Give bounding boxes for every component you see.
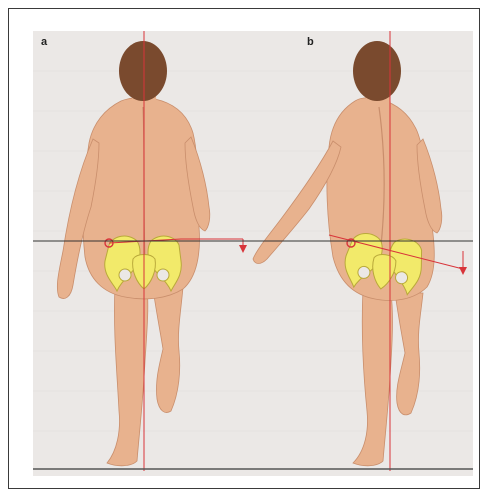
gait-illustration bbox=[33, 31, 473, 476]
figure-a-left-leg bbox=[107, 286, 148, 466]
figure-a-head bbox=[119, 41, 167, 101]
figure-b-body bbox=[253, 41, 442, 466]
figure-b-head bbox=[353, 41, 401, 101]
figure-a-arrow-head bbox=[239, 245, 247, 253]
panel-label-a: a bbox=[41, 37, 47, 48]
figure-frame: a b bbox=[8, 8, 480, 489]
figure-a-right-leg bbox=[153, 287, 183, 413]
figure-a-body bbox=[57, 41, 209, 466]
figure-b-stance-leg bbox=[353, 289, 393, 466]
panel-label-b: b bbox=[307, 37, 314, 48]
figure-b-lifted-leg bbox=[395, 293, 423, 415]
figure-panel: a b bbox=[33, 31, 473, 476]
